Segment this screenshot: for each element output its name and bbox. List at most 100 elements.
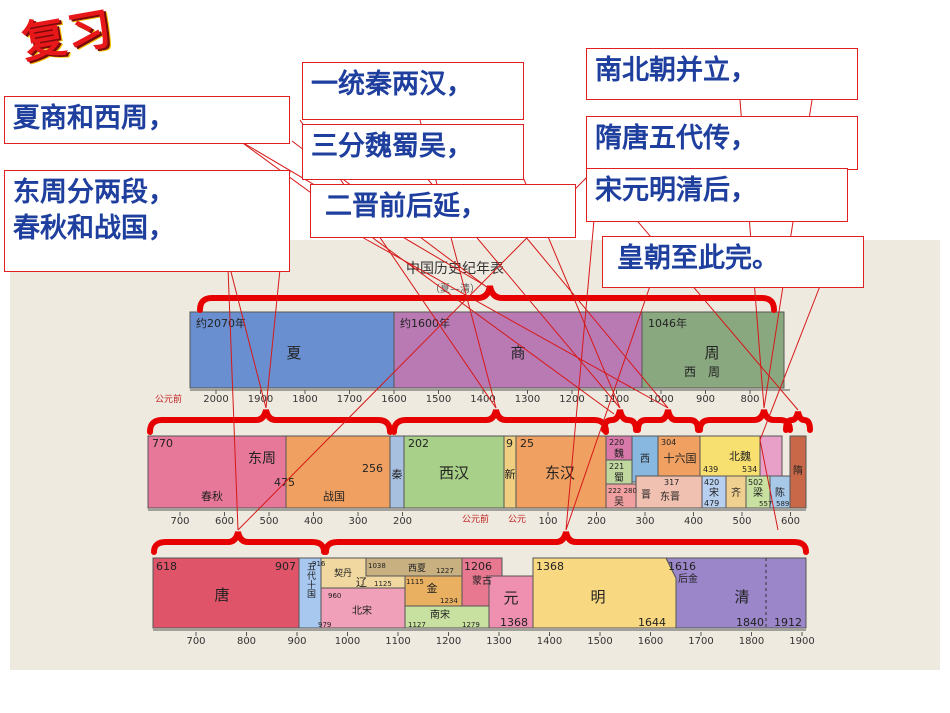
beisong-label: 北宋 bbox=[352, 604, 372, 617]
verse-box-8: 宋元明清后， bbox=[586, 168, 848, 222]
block-wu bbox=[605, 483, 637, 509]
verse-6: 南北朝并立， bbox=[595, 55, 757, 86]
xihan-label: 西汉 bbox=[439, 464, 469, 482]
qi-label: 齐 bbox=[731, 486, 741, 499]
verse-9: 皇朝至此完。 bbox=[617, 243, 779, 274]
y1206: 1206 bbox=[464, 560, 492, 573]
ming-start: 1368 bbox=[536, 560, 564, 573]
block-xihan bbox=[403, 435, 505, 509]
block-beisong bbox=[320, 587, 406, 629]
qing-end: 1912 bbox=[774, 616, 802, 629]
shang-label: 商 bbox=[510, 344, 525, 362]
row1-bce-label: 公元前 bbox=[155, 393, 182, 405]
row3: 618 907 唐 五代十国 916 契丹 辽 1125 960 北宋 1038… bbox=[152, 557, 815, 647]
block-qing bbox=[665, 557, 807, 629]
chen-label: 陈 bbox=[775, 486, 785, 499]
row1-label-1200: 1200 bbox=[559, 394, 584, 405]
yuan-label: 元 bbox=[503, 589, 518, 607]
row3-label-700: 700 bbox=[186, 636, 205, 647]
row3-label-1400: 1400 bbox=[537, 636, 562, 647]
block-xia bbox=[189, 311, 395, 389]
row3-label-1000: 1000 bbox=[335, 636, 360, 647]
chunqiu-label: 春秋 bbox=[201, 489, 223, 503]
row2-ce-label-200: 200 bbox=[587, 516, 606, 527]
verse-box-9: 皇朝至此完。 bbox=[602, 236, 864, 288]
liang-label: 梁 bbox=[753, 486, 763, 499]
verse-1: 夏商和西周， bbox=[13, 103, 175, 134]
liao-label: 辽 bbox=[356, 576, 367, 589]
xijin-label: 西 bbox=[640, 454, 650, 465]
dongjin-label: 东晋 bbox=[660, 490, 680, 503]
houjin-label: 后金 bbox=[678, 572, 698, 585]
y502: 502 bbox=[748, 478, 763, 487]
row3-label-1600: 1600 bbox=[638, 636, 663, 647]
verse-2b: 春秋和战国， bbox=[13, 213, 175, 244]
y317: 317 bbox=[664, 478, 679, 487]
y479: 479 bbox=[704, 499, 719, 508]
dz-end: 256 bbox=[362, 462, 383, 475]
row2-ce-label-300: 300 bbox=[635, 516, 654, 527]
block-yuan bbox=[488, 575, 534, 629]
y534: 534 bbox=[742, 465, 757, 474]
verse-box-3: 一统秦两汉， bbox=[302, 62, 524, 120]
verse-box-2: 东周分两段， 春秋和战国， bbox=[4, 170, 290, 272]
jin-dyn-label: 金 bbox=[427, 581, 438, 595]
row3-label-900: 900 bbox=[287, 636, 306, 647]
row3-label-1100: 1100 bbox=[385, 636, 410, 647]
verse-5: 二晋前后延， bbox=[325, 191, 487, 222]
row2-bce-label-300: 300 bbox=[348, 516, 367, 527]
sui-label: 隋 bbox=[793, 464, 803, 477]
zhou-start: 1046年 bbox=[648, 316, 687, 330]
wu-label: 吴 bbox=[614, 496, 624, 508]
y439: 439 bbox=[703, 465, 718, 474]
xin-label: 新 bbox=[505, 467, 516, 481]
row3-label-1900: 1900 bbox=[789, 636, 814, 647]
row1-label-2000: 2000 bbox=[203, 394, 228, 405]
brace-songqing bbox=[323, 531, 809, 555]
xixia-label: 西夏 bbox=[408, 563, 426, 574]
y1115: 1115 bbox=[406, 578, 424, 586]
verse-8: 宋元明清后， bbox=[595, 175, 757, 206]
row1-label-1700: 1700 bbox=[337, 394, 362, 405]
row3-label-1300: 1300 bbox=[486, 636, 511, 647]
donghan-label: 东汉 bbox=[545, 464, 575, 482]
dongzhou-label: 东周 bbox=[248, 451, 276, 467]
block-donghan bbox=[515, 435, 607, 509]
xihan-start: 202 bbox=[408, 437, 429, 450]
shu-label: 蜀 bbox=[614, 472, 624, 484]
beiwei-label: 北魏 bbox=[729, 449, 751, 463]
y420: 420 bbox=[704, 478, 719, 487]
block-song-s bbox=[701, 475, 727, 509]
y979: 979 bbox=[318, 621, 331, 629]
row1-label-1600: 1600 bbox=[381, 394, 406, 405]
row2-bce-label: 公元前 bbox=[462, 513, 489, 525]
y1234: 1234 bbox=[440, 597, 458, 605]
row1-label-1500: 1500 bbox=[426, 394, 451, 405]
block-shang bbox=[393, 311, 643, 389]
verse-box-6: 南北朝并立， bbox=[586, 48, 858, 100]
block-xijin bbox=[631, 435, 659, 483]
verse-box-4: 三分魏蜀吴， bbox=[302, 124, 524, 180]
row2-bce-label-500: 500 bbox=[259, 516, 278, 527]
row1-label-1900: 1900 bbox=[248, 394, 273, 405]
row1-label-900: 900 bbox=[696, 394, 715, 405]
brace-dongzhou bbox=[147, 409, 393, 435]
row3-label-1800: 1800 bbox=[739, 636, 764, 647]
block-tang bbox=[152, 557, 300, 629]
row1-label-800: 800 bbox=[740, 394, 759, 405]
xia-start: 约2070年 bbox=[196, 316, 246, 330]
y25: 25 bbox=[520, 437, 534, 450]
row2-bce-label-600: 600 bbox=[215, 516, 234, 527]
xia-label: 夏 bbox=[286, 344, 301, 362]
xizhou-label: 西 周 bbox=[684, 365, 720, 379]
verse-7: 隋唐五代传， bbox=[595, 123, 757, 154]
block-sui bbox=[789, 435, 807, 509]
qing-label: 清 bbox=[734, 588, 749, 606]
y1125: 1125 bbox=[374, 580, 392, 588]
tang-label: 唐 bbox=[214, 586, 229, 604]
y304: 304 bbox=[661, 438, 676, 447]
verse-3: 一统秦两汉， bbox=[311, 69, 473, 100]
